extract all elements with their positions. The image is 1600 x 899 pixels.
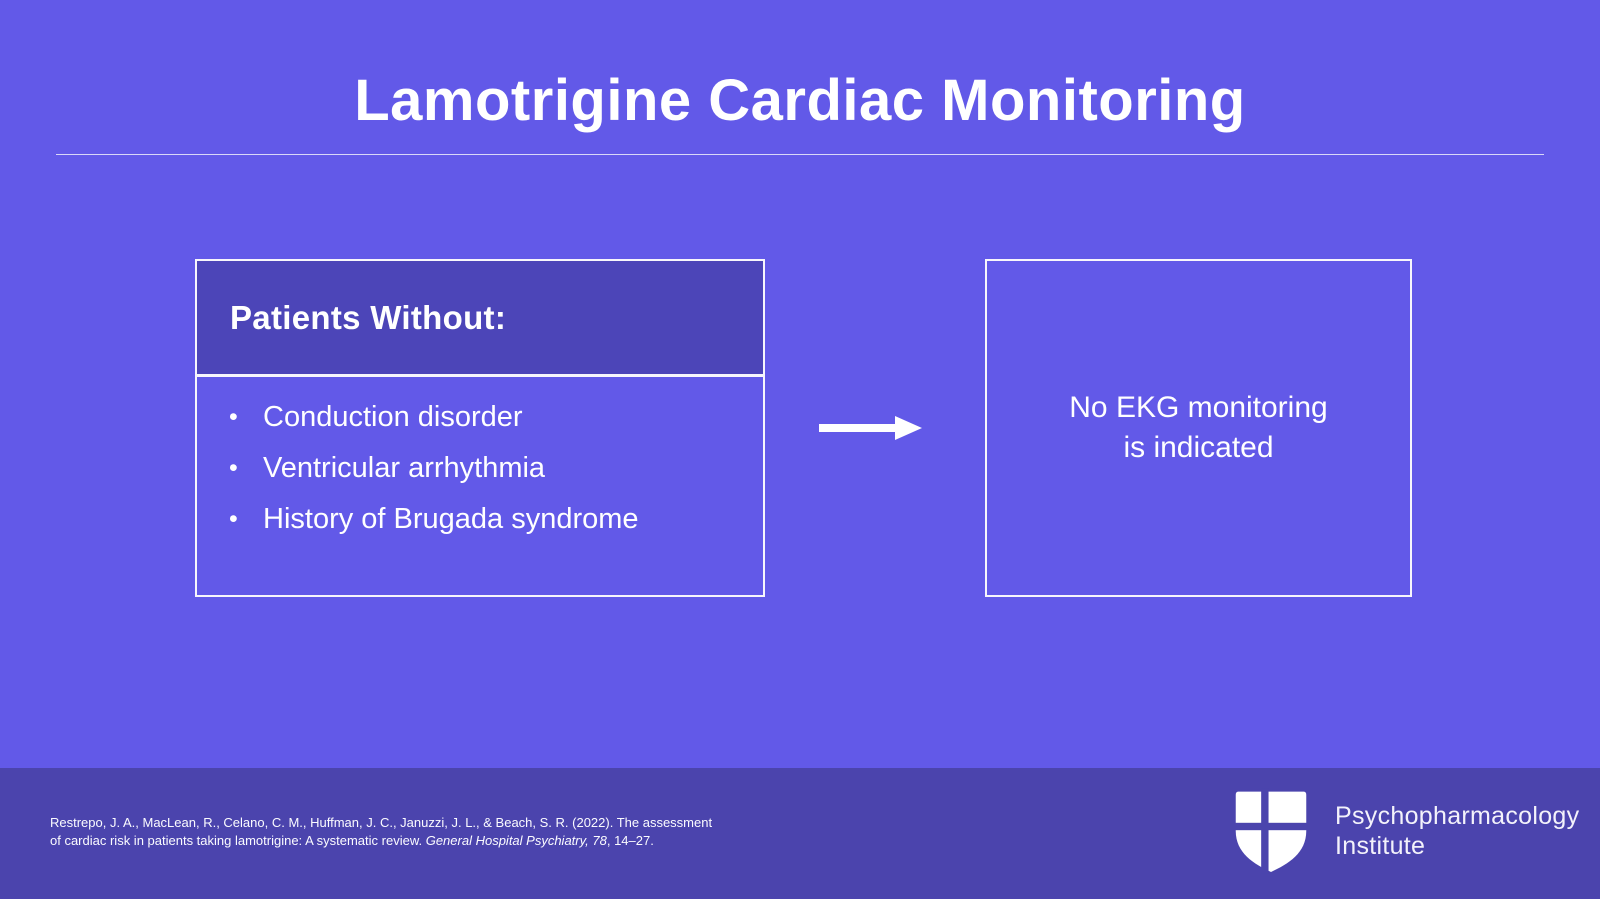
list-item-label: Ventricular arrhythmia bbox=[263, 452, 546, 484]
list-item: • History of Brugada syndrome bbox=[229, 494, 763, 545]
logo: Psychopharmacology Institute bbox=[1230, 788, 1579, 879]
bullet-icon: • bbox=[229, 454, 238, 482]
result-line-1: No EKG monitoring bbox=[1069, 391, 1328, 425]
logo-line-1: Psychopharmacology bbox=[1335, 802, 1580, 830]
shield-logo-icon bbox=[1230, 788, 1312, 879]
list-item: • Conduction disorder bbox=[229, 392, 763, 443]
list-item: • Ventricular arrhythmia bbox=[229, 443, 763, 494]
patients-without-box: Patients Without: • Conduction disorder … bbox=[195, 259, 765, 597]
page-title: Lamotrigine Cardiac Monitoring bbox=[354, 68, 1246, 133]
patients-without-header: Patients Without: bbox=[197, 261, 763, 377]
result-box: No EKG monitoring is indicated bbox=[985, 259, 1412, 597]
bullet-icon: • bbox=[229, 505, 238, 533]
patients-without-header-label: Patients Without: bbox=[230, 298, 507, 336]
result-line-2: is indicated bbox=[1123, 431, 1274, 464]
arrow-right-icon bbox=[819, 414, 923, 447]
patients-without-list: • Conduction disorder • Ventricular arrh… bbox=[197, 377, 763, 545]
bullet-icon: • bbox=[229, 403, 238, 431]
list-item-label: Conduction disorder bbox=[263, 401, 523, 433]
footer: Restrepo, J. A., MacLean, R., Celano, C.… bbox=[0, 768, 1600, 899]
logo-line-2: Institute bbox=[1335, 832, 1426, 860]
citation-line-1: Restrepo, J. A., MacLean, R., Celano, C.… bbox=[50, 815, 713, 830]
title-divider bbox=[56, 154, 1544, 155]
list-item-label: History of Brugada syndrome bbox=[263, 503, 639, 535]
citation: Restrepo, J. A., MacLean, R., Celano, C.… bbox=[50, 814, 712, 850]
citation-line-2: of cardiac risk in patients taking lamot… bbox=[50, 833, 654, 848]
logo-text: Psychopharmacology Institute bbox=[1335, 801, 1579, 861]
citation-journal-italic: General Hospital Psychiatry, 78 bbox=[425, 833, 607, 848]
result-text: No EKG monitoring is indicated bbox=[1069, 388, 1327, 468]
